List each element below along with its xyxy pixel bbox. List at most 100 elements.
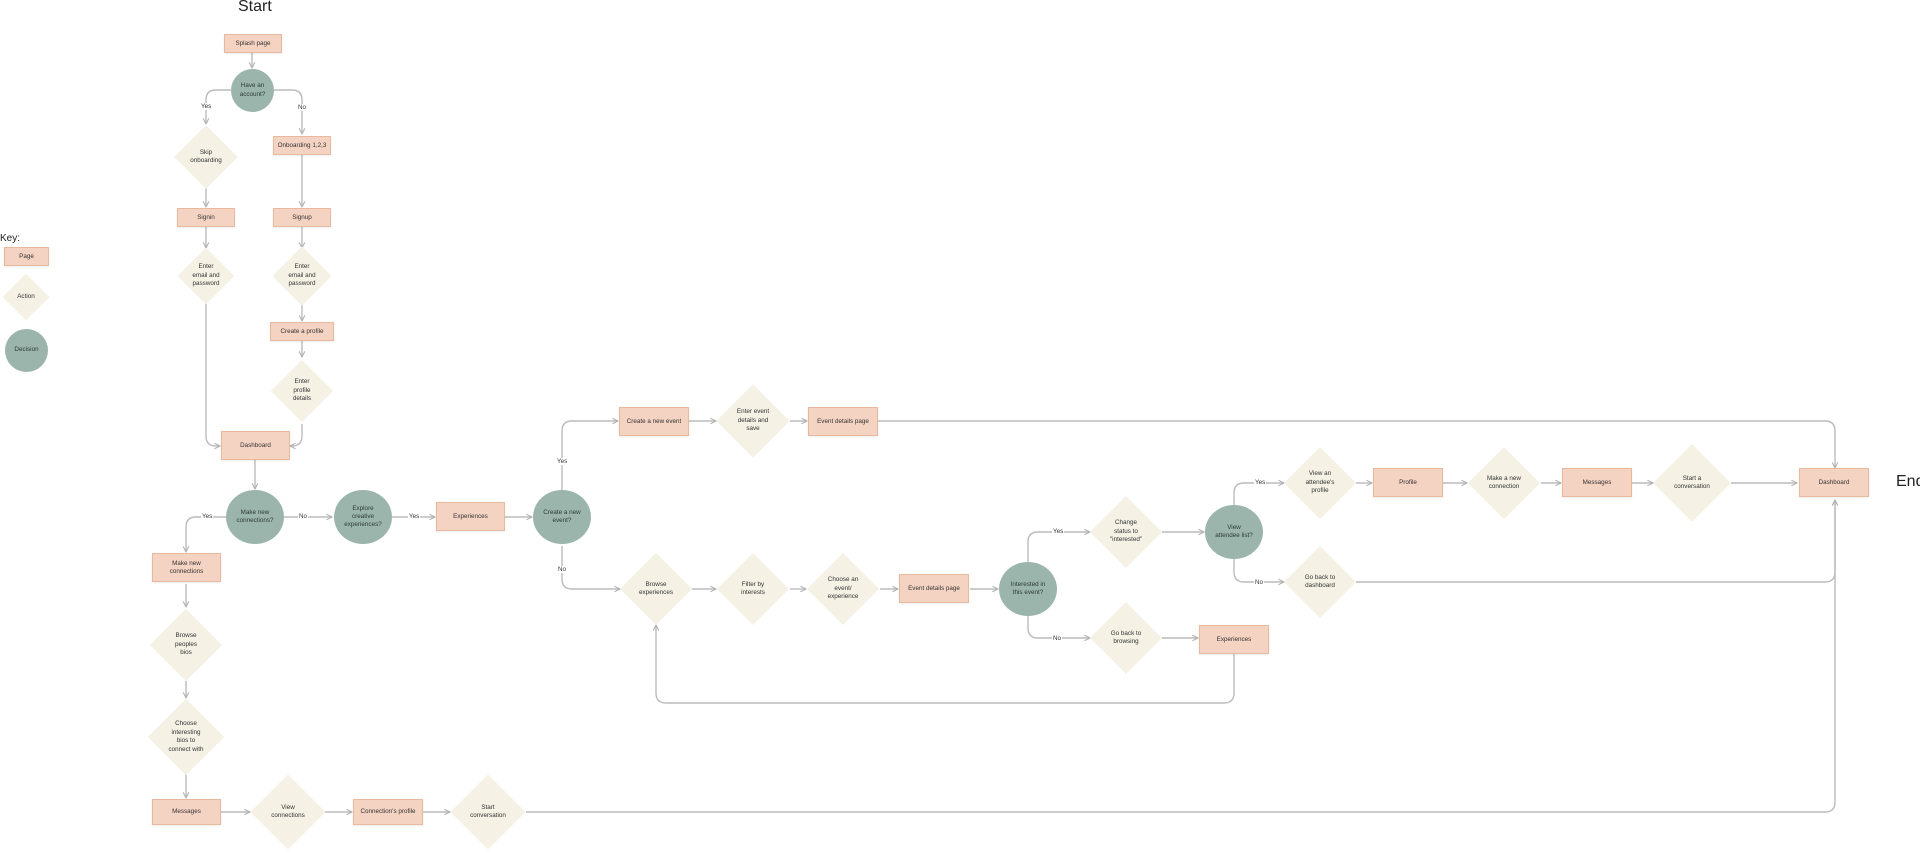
go-back-dashboard-action[interactable]: Go back to dashboard — [1283, 545, 1357, 619]
attendee-yes-label: Yes — [1254, 479, 1267, 486]
choose-bios-label: Choose interesting bios to connect with — [168, 720, 204, 753]
key-decision: Decision — [5, 329, 48, 372]
enter-email-signup-action[interactable]: Enter email and password — [270, 246, 334, 306]
experiences-label: Experiences — [453, 512, 488, 520]
explore-label: Explore creative experiences? — [344, 504, 382, 529]
choose-event-action[interactable]: Choose an event/ experience — [806, 552, 880, 626]
have-account-yes-label: Yes — [200, 103, 213, 110]
event-details-top-label: Event details page — [817, 417, 869, 425]
view-connections-action[interactable]: View connections — [250, 774, 326, 850]
create-profile-label: Create a profile — [280, 327, 324, 335]
view-connections-label: View connections — [271, 803, 305, 820]
filter-interests-action[interactable]: Filter by interests — [716, 552, 790, 626]
explore-decision[interactable]: Explore creative experiences? — [334, 490, 392, 544]
dashboard-label: Dashboard — [240, 441, 271, 449]
change-status-action[interactable]: Change status to "interested" — [1089, 495, 1163, 569]
interested-yes-label: Yes — [1052, 528, 1065, 535]
go-back-dashboard-label: Go back to dashboard — [1304, 573, 1336, 590]
key-page: Page — [4, 247, 49, 266]
go-back-browsing-label: Go back to browsing — [1110, 629, 1142, 646]
view-attendee-q-label: View attendee list? — [1215, 523, 1253, 539]
create-event-decision[interactable]: Create a new event? — [533, 490, 591, 544]
interested-q-label: Interested in this event? — [1010, 580, 1046, 596]
messages-right-label: Messages — [1582, 478, 1612, 486]
make-new-connections-page-label: Make new connections — [169, 559, 204, 575]
key-page-label: Page — [19, 252, 34, 260]
signin-label: Signin — [197, 213, 215, 221]
create-no-label: No — [557, 566, 568, 573]
profile-page-node[interactable]: Profile — [1373, 468, 1443, 497]
experiences-mid-page-node[interactable]: Experiences — [1199, 625, 1269, 654]
splash-page-node[interactable]: Splash page — [224, 34, 282, 53]
enter-email-signin-action[interactable]: Enter email and password — [174, 247, 238, 305]
choose-event-label: Choose an event/ experience — [827, 576, 859, 601]
attendee-no-label: No — [1254, 579, 1265, 586]
connect-yes-label: Yes — [201, 513, 214, 520]
create-event-q-label: Create a new event? — [543, 508, 581, 524]
make-new-connections-page-node[interactable]: Make new connections — [152, 553, 221, 582]
key-decision-label: Decision — [14, 346, 39, 354]
enter-event-details-action[interactable]: Enter event details and save — [716, 382, 790, 460]
experiences-page-node[interactable]: Experiences — [436, 502, 505, 531]
browse-experiences-label: Browse experiences — [639, 580, 673, 597]
messages-right-page-node[interactable]: Messages — [1562, 468, 1632, 497]
dashboard-page-node[interactable]: Dashboard — [221, 431, 290, 460]
dashboard-end-label: Dashboard — [1818, 478, 1850, 486]
enter-email-signin-label: Enter email and password — [192, 263, 220, 288]
connections-profile-label: Connection's profile — [360, 808, 416, 816]
connections-profile-page-node[interactable]: Connection's profile — [353, 799, 423, 825]
end-title: End — [1896, 473, 1920, 490]
onboarding-page-node[interactable]: Onboarding 1,2,3 — [273, 136, 331, 155]
make-new-connections-q-label: Make new connections? — [236, 508, 274, 524]
browse-bios-action[interactable]: Browse peoples bios — [149, 608, 223, 682]
key-action: Action — [2, 273, 50, 321]
skip-onboarding-action[interactable]: Skip onboarding — [173, 125, 239, 189]
choose-bios-action[interactable]: Choose interesting bios to connect with — [147, 698, 225, 776]
start-conversation-bottom-action[interactable]: Start conversation — [450, 774, 526, 850]
skip-onboarding-label: Skip onboarding — [190, 148, 222, 165]
start-conversation-bottom-label: Start conversation — [470, 803, 506, 820]
onboarding-label: Onboarding 1,2,3 — [277, 141, 327, 149]
create-new-event-label: Create a new event — [626, 417, 682, 425]
make-new-connections-decision[interactable]: Make new connections? — [226, 490, 284, 544]
signup-page-node[interactable]: Signup — [273, 208, 331, 227]
enter-profile-label: Enter profile details — [292, 378, 312, 403]
enter-event-details-label: Enter event details and save — [736, 408, 770, 433]
view-attendee-decision[interactable]: View attendee list? — [1205, 505, 1263, 559]
go-back-browsing-action[interactable]: Go back to browsing — [1089, 601, 1163, 675]
make-new-connection-action[interactable]: Make a new connection — [1467, 446, 1541, 520]
signup-label: Signup — [292, 213, 312, 221]
explore-yes-label: Yes — [408, 513, 421, 520]
start-conversation-right-action[interactable]: Start a conversation — [1653, 443, 1731, 523]
view-attendee-profile-label: View an attendee's profile — [1305, 470, 1335, 495]
browse-bios-label: Browse peoples bios — [174, 632, 198, 657]
view-attendee-profile-action[interactable]: View an attendee's profile — [1283, 446, 1357, 520]
create-new-event-page-node[interactable]: Create a new event — [619, 407, 689, 436]
browse-experiences-action[interactable]: Browse experiences — [619, 552, 693, 626]
signin-page-node[interactable]: Signin — [177, 208, 235, 227]
messages-bottom-label: Messages — [172, 808, 201, 816]
change-status-label: Change status to "interested" — [1109, 519, 1143, 544]
dashboard-end-page-node[interactable]: Dashboard — [1799, 468, 1869, 497]
experiences-mid-label: Experiences — [1216, 635, 1252, 643]
filter-interests-label: Filter by interests — [741, 580, 765, 597]
make-new-connection-label: Make a new connection — [1487, 474, 1521, 491]
connect-no-label: No — [298, 513, 309, 520]
event-details-mid-page-node[interactable]: Event details page — [899, 574, 969, 603]
event-details-mid-label: Event details page — [908, 584, 960, 592]
start-title: Start — [238, 0, 272, 15]
create-yes-label: Yes — [556, 458, 569, 465]
have-account-no-label: No — [297, 104, 308, 111]
enter-email-signup-label: Enter email and password — [288, 263, 316, 288]
have-account-label: Have an account? — [239, 82, 266, 98]
enter-profile-action[interactable]: Enter profile details — [270, 358, 334, 424]
interested-no-label: No — [1052, 635, 1063, 642]
have-account-decision[interactable]: Have an account? — [231, 69, 274, 112]
create-profile-page-node[interactable]: Create a profile — [270, 322, 334, 341]
profile-label: Profile — [1399, 478, 1417, 486]
event-details-top-page-node[interactable]: Event details page — [808, 407, 878, 436]
messages-bottom-page-node[interactable]: Messages — [152, 799, 221, 825]
interested-decision[interactable]: Interested in this event? — [999, 562, 1057, 616]
start-conversation-right-label: Start a conversation — [1674, 474, 1710, 491]
